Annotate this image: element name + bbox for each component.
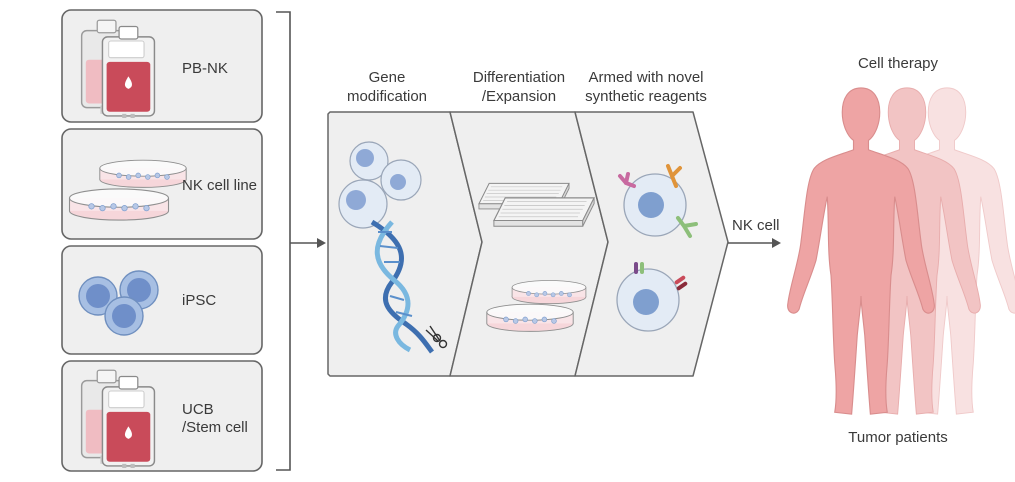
product-label: NK cell [732,217,780,234]
source-label: iPSC [182,292,216,309]
step-label-line: /Expansion [482,88,556,105]
arrow-head [317,238,326,248]
merge-bracket [276,11,291,471]
human-silhouettes-icon [787,87,1015,415]
source-pb-nk: PB-NK [61,9,263,123]
outcome-top-label: Cell therapy [858,55,939,72]
arrow-head [772,238,781,248]
step-label-line: Differentiation [473,69,565,86]
source-label: UCB/Stem cell [182,401,248,436]
step-label-line: Armed with novel [588,69,703,86]
source-label: PB-NK [182,60,228,77]
outcome-bottom-label: Tumor patients [848,429,948,446]
step-label-line: modification [347,88,427,105]
stem-cells-icon [78,270,159,336]
source-nk-cell-line: NK cell line [61,128,263,240]
petri-dish-icon [68,188,170,221]
step-label-line: synthetic reagents [585,88,707,105]
step-panel [574,111,729,377]
step-label: Differentiation/Expansion [473,69,565,105]
source-ipsc: iPSC [61,245,263,355]
step-label-line: Gene [369,69,406,86]
source-label-line: /Stem cell [182,419,248,436]
armed-nk-cells-icon [616,164,698,332]
source-label: NK cell line [182,177,257,194]
step-label: Armed with novel synthetic reagents [585,69,707,105]
step-gene-modification: Gene modification [327,69,483,377]
step-armed: Armed with novel synthetic reagents [574,69,729,377]
source-ucb: UCB/Stem cell [61,360,263,472]
source-label-line: UCB [182,401,214,418]
dna-scissors-icon [338,141,448,354]
step-label: Gene modification [347,69,427,105]
petri-dish-icon [99,159,187,188]
